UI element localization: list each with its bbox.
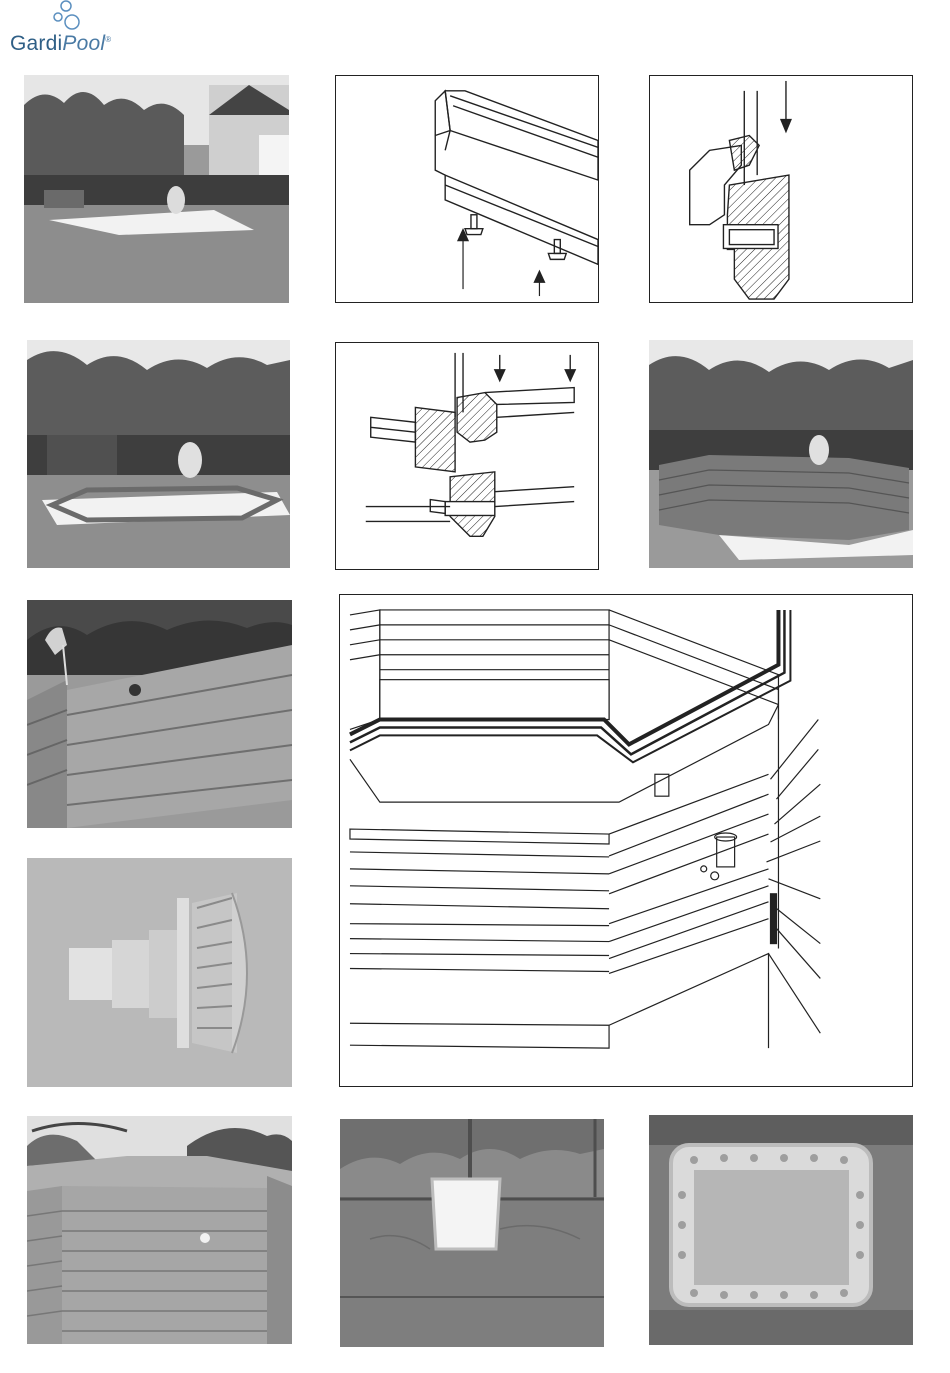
beam-cross-section-diagram-icon [650, 76, 912, 302]
diagram-bolts-below-beam [335, 75, 599, 303]
diagram-stacking-planks [335, 342, 599, 570]
pool-exploded-diagram-icon [340, 595, 912, 1086]
bubbles-icon [46, 0, 106, 36]
bolt-insertion-diagram-icon [336, 76, 598, 302]
base-ring-photo-icon [27, 340, 290, 568]
photo-pool-corner [27, 1116, 292, 1344]
photo-wall-assembled [649, 340, 913, 568]
pool-corner-photo-icon [27, 1116, 292, 1344]
photo-base-octagon [27, 340, 290, 568]
registered-mark: ® [105, 35, 111, 44]
inlet-nozzle-photo-icon [27, 858, 292, 1087]
garden-groundsheet-photo-icon [24, 75, 289, 303]
diagram-pool-exploded [339, 594, 913, 1087]
wall-assembled-photo-icon [649, 340, 913, 568]
photo-skimmer-closeup [649, 1115, 913, 1345]
brand-name-part2: Pool [62, 32, 105, 55]
skimmer-closeup-photo-icon [649, 1115, 913, 1345]
diagram-beam-cross-section [649, 75, 913, 303]
gardipool-logo: GardiPool® [8, 0, 118, 62]
brand-name-part1: Gardi [10, 32, 62, 55]
wall-hole-photo-icon [27, 600, 292, 828]
plank-stacking-diagram-icon [336, 343, 598, 569]
photo-skimmer-on-wall [340, 1119, 604, 1347]
photo-wall-hole [27, 600, 292, 828]
brand-wordmark: GardiPool® [10, 32, 111, 56]
photo-inlet-fitting [27, 858, 292, 1087]
photo-groundsheet [24, 75, 289, 303]
skimmer-wall-photo-icon [340, 1119, 604, 1347]
